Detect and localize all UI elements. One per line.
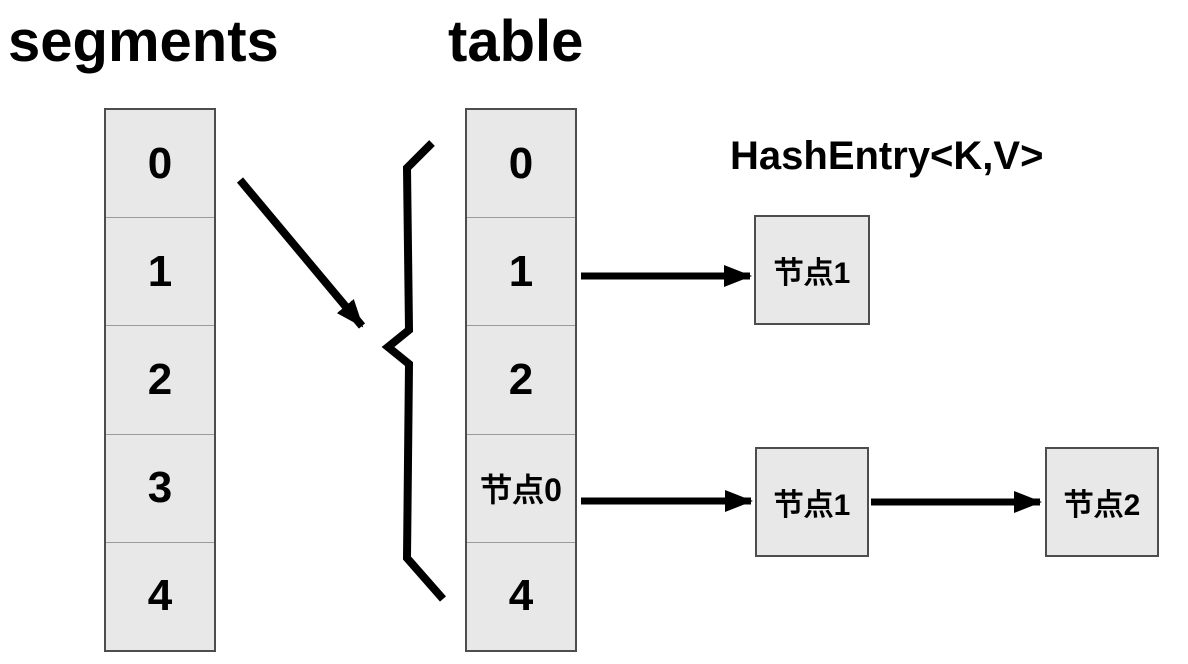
table-cell-4: 4 <box>508 571 534 621</box>
segment-to-table-arrow-icon <box>236 177 366 329</box>
hash-entry-type-label: HashEntry<K,V> <box>730 134 1044 178</box>
segment-cell-2: 2 <box>106 326 214 435</box>
table-cell-0: 0 <box>467 110 575 219</box>
segment-cell-1: 1 <box>106 218 214 327</box>
segment-cell-4: 4 <box>147 571 173 621</box>
table-cell-1: 1 <box>467 218 575 327</box>
table-cell-node0: 节点0 <box>467 435 575 543</box>
table-cell-2: 2 <box>467 326 575 435</box>
hash-entry-node-bucket-node0-first: 节点1 <box>755 447 869 557</box>
table-brace-icon <box>381 140 447 602</box>
hash-entry-node-bucket1: 节点1 <box>754 215 870 325</box>
segments-title: segments <box>8 9 279 74</box>
table-array: 0 1 2 节点0 4 <box>465 108 577 652</box>
table-title: table <box>448 9 584 74</box>
hash-entry-node-bucket-node0-second: 节点2 <box>1045 447 1159 557</box>
segments-array: 0 1 2 3 4 <box>104 108 216 652</box>
segment-cell-0: 0 <box>106 110 214 219</box>
segment-cell-3: 3 <box>106 435 214 543</box>
